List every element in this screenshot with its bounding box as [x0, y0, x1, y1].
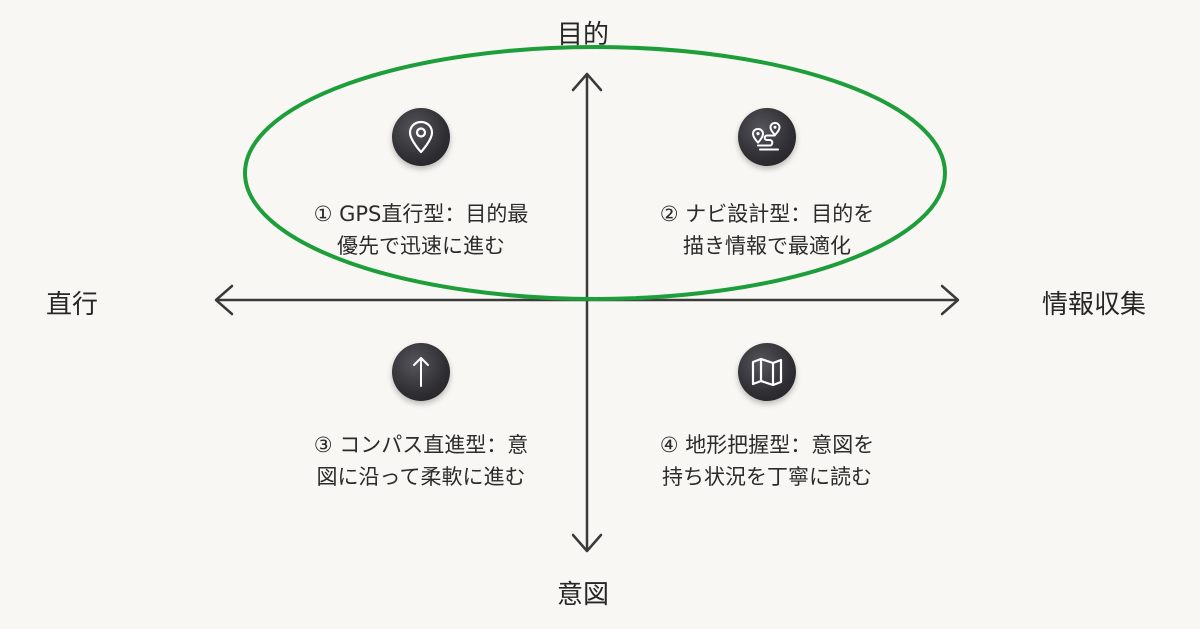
quadrant-4-line-1: ④ 地形把握型：意図を	[659, 433, 875, 457]
map-pin-icon	[392, 108, 450, 166]
quadrant-2-text: ② ナビ設計型：目的を 描き情報で最適化	[607, 198, 927, 262]
quadrant-4-text: ④ 地形把握型：意図を 持ち状況を丁寧に読む	[607, 429, 927, 493]
folded-map-icon	[738, 343, 796, 401]
quadrant-3-text: ③ コンパス直進型：意 図に沿って柔軟に進む	[261, 429, 581, 493]
arrowhead-right	[940, 284, 960, 316]
axis-label-right: 情報収集	[1042, 290, 1147, 320]
route-icon	[738, 108, 796, 166]
arrowhead-up	[571, 72, 603, 92]
quadrant-3-line-2: 図に沿って柔軟に進む	[316, 465, 526, 489]
quadrant-1-line-2: 優先で迅速に進む	[337, 234, 505, 258]
quadrant-4-line-2: 持ち状況を丁寧に読む	[662, 465, 872, 489]
quadrant-2-line-2: 描き情報で最適化	[683, 234, 851, 258]
axis-label-left: 直行	[46, 290, 99, 320]
highlight-ellipse	[243, 45, 947, 301]
arrowhead-left	[214, 284, 234, 316]
arrow-up-icon	[392, 343, 450, 401]
quadrant-3-line-1: ③ コンパス直進型：意	[313, 433, 529, 457]
quadrant-1-line-1: ① GPS直行型：目的最	[313, 202, 529, 226]
arrowhead-down	[571, 533, 603, 553]
axis-label-bottom: 意図	[557, 580, 610, 610]
quadrant-1-text: ① GPS直行型：目的最 優先で迅速に進む	[261, 198, 581, 262]
axis-label-top: 目的	[557, 20, 610, 50]
quadrant-2-line-1: ② ナビ設計型：目的を	[659, 202, 875, 226]
